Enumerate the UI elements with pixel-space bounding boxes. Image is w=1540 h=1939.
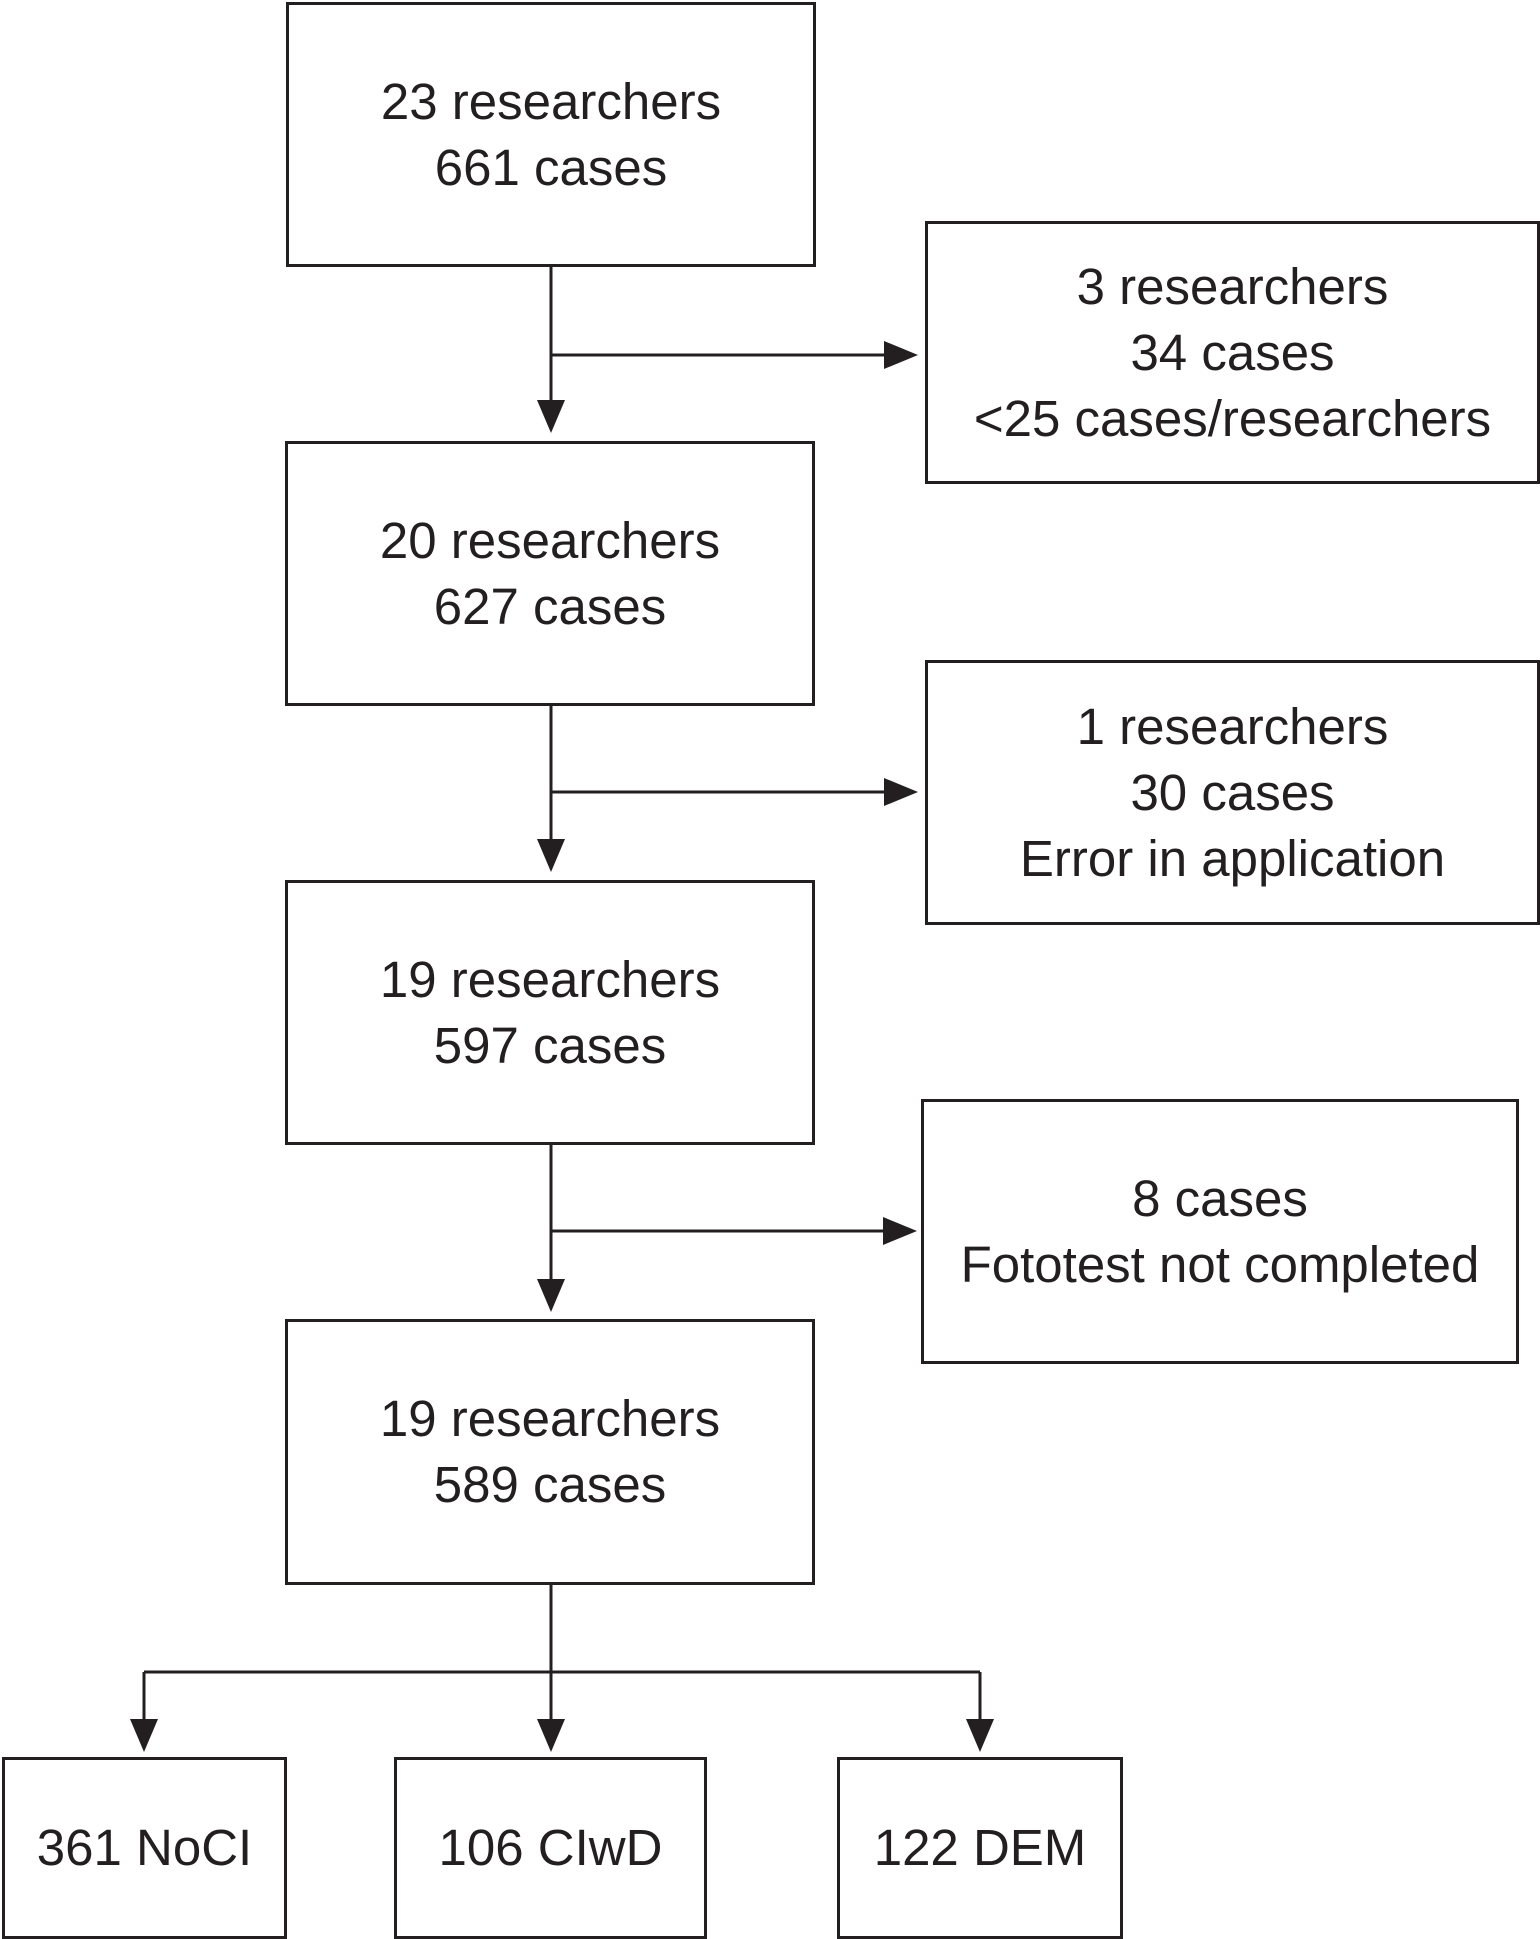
stage-2-researchers: 20 researchers bbox=[379, 511, 721, 569]
stage-box-1: 23 researchers 661 cases bbox=[286, 2, 816, 267]
stage-3-cases: 597 cases bbox=[433, 1016, 667, 1074]
exclusion-3-line-2: Fototest not completed bbox=[960, 1235, 1480, 1293]
exclusion-1-line-2: 34 cases bbox=[1130, 323, 1335, 381]
outcome-box-dem: 122 DEM bbox=[837, 1757, 1123, 1939]
stage-2-cases: 627 cases bbox=[433, 577, 667, 635]
arrowhead-outcome-3 bbox=[966, 1719, 994, 1752]
stage-1-researchers: 23 researchers bbox=[380, 72, 722, 130]
outcome-noci-label: 361 NoCI bbox=[36, 1819, 253, 1876]
arrowhead-outcome-1 bbox=[130, 1719, 158, 1752]
exclusion-1-line-1: 3 researchers bbox=[1076, 257, 1389, 315]
exclusion-3-line-1: 8 cases bbox=[1132, 1169, 1308, 1227]
arrowhead-exclusion-2 bbox=[884, 778, 918, 806]
stage-box-3: 19 researchers 597 cases bbox=[285, 880, 815, 1145]
exclusion-1-line-3: <25 cases/researchers bbox=[973, 389, 1492, 447]
arrowhead-exclusion-1 bbox=[884, 341, 918, 369]
stage-4-cases: 589 cases bbox=[433, 1456, 667, 1513]
exclusion-2-line-3: Error in application bbox=[1019, 829, 1446, 887]
exclusion-box-3: 8 cases Fototest not completed bbox=[921, 1099, 1519, 1364]
stage-4-researchers: 19 researchers bbox=[379, 1390, 721, 1447]
exclusion-box-1: 3 researchers 34 cases <25 cases/researc… bbox=[925, 221, 1540, 484]
outcome-box-ciwd: 106 CIwD bbox=[394, 1757, 707, 1939]
outcome-ciwd-label: 106 CIwD bbox=[438, 1819, 663, 1876]
stage-3-researchers: 19 researchers bbox=[379, 950, 721, 1008]
arrowhead-exclusion-3 bbox=[883, 1217, 917, 1245]
stage-box-4: 19 researchers 589 cases bbox=[285, 1319, 815, 1585]
stage-box-2: 20 researchers 627 cases bbox=[285, 441, 815, 706]
arrowhead-stage3 bbox=[537, 839, 565, 872]
exclusion-box-2: 1 researchers 30 cases Error in applicat… bbox=[925, 660, 1540, 925]
stage-1-cases: 661 cases bbox=[434, 138, 668, 196]
exclusion-2-line-1: 1 researchers bbox=[1076, 697, 1389, 755]
outcome-dem-label: 122 DEM bbox=[873, 1819, 1087, 1876]
arrowhead-stage2 bbox=[537, 400, 565, 433]
exclusion-2-line-2: 30 cases bbox=[1130, 763, 1335, 821]
outcome-box-noci: 361 NoCI bbox=[2, 1757, 287, 1939]
arrowhead-stage4 bbox=[537, 1279, 565, 1312]
arrowhead-outcome-2 bbox=[537, 1719, 565, 1752]
